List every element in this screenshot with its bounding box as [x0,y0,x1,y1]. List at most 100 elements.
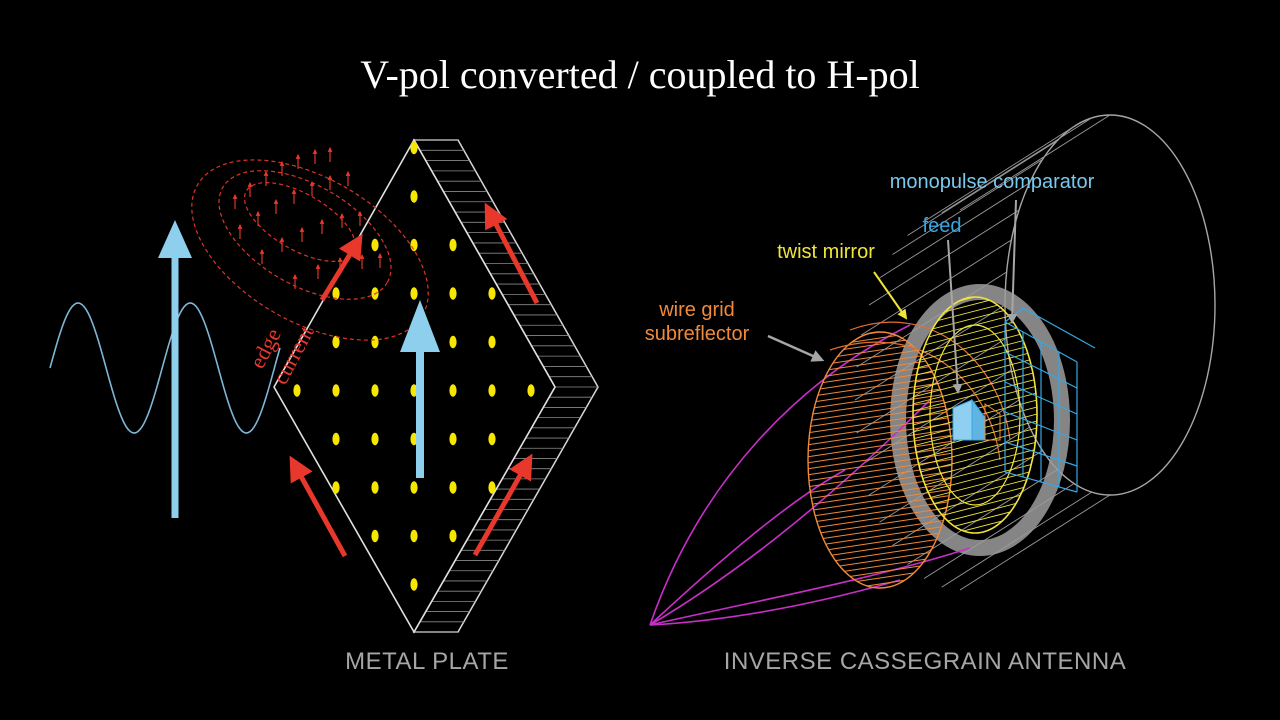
cylinder-line [923,126,1075,222]
incident-wave [49,302,281,434]
current-dot [449,432,457,446]
plate-thickness-edge [412,139,599,633]
current-dot [410,481,418,494]
wire-grid-line [808,511,952,537]
twist-grid-line [913,425,1037,463]
twist-grid-line [913,362,1037,400]
feed-leader [947,239,963,394]
metal-plate-caption: METAL PLATE [345,648,509,675]
wire-grid-line [808,373,952,399]
twist-grid-line [913,369,1037,407]
edge-current-arrows [289,202,540,558]
wire-grid-line [808,409,952,435]
wire-grid-line [808,559,952,585]
wire-grid-line [808,421,952,447]
cylinder-line [854,304,1006,401]
wire-grid-line [808,505,952,531]
twist-grid-line [913,334,1037,372]
wire-grid-line [808,463,952,489]
current-dot [371,384,379,397]
wire-grid-line [808,391,952,417]
current-dot [371,432,379,446]
current-dot [371,335,379,349]
wire-grid-line [808,493,952,519]
wire-grid-line [808,445,952,471]
current-dot [371,238,379,252]
plate-polarization-arrow [400,300,440,478]
wire-grid-line [808,481,952,507]
current-dot [410,432,418,446]
current-dot [488,481,496,494]
comparator-line [1004,351,1078,389]
wire-grid-line [808,547,952,573]
current-dot [449,384,457,397]
current-dot [488,384,496,397]
wire-grid-line [808,475,952,501]
scattered-field-arrows [232,147,383,289]
current-dot [527,384,535,397]
twist-grid-line [913,355,1037,393]
current-dot [449,481,457,494]
current-dot [332,384,340,397]
wire-grid-line [808,332,952,351]
current-dot [332,432,340,446]
wire-grid-line [808,469,952,495]
cassegrain-caption: INVERSE CASSEGRAIN ANTENNA [724,648,1126,675]
current-dot [410,287,418,300]
wire-grid-line [808,427,952,453]
cylinder-line [879,182,1030,279]
current-dot [488,432,496,446]
main-reflector-rim [890,284,1070,556]
wire-grid-line [808,433,952,459]
current-dot [332,481,340,494]
comparator-line [1004,411,1078,441]
monopulse-label: monopulse comparator [890,171,1095,193]
cylinder-line [868,399,1020,496]
cylinder-line [892,450,1043,546]
wire-grid-line [808,403,952,429]
wire-grid-label-line2: subreflector [645,323,750,345]
current-dot [488,287,496,300]
twist-grid-line [913,376,1037,414]
feed-horn [952,398,1001,441]
cylinder-line [861,239,1012,336]
current-dot [449,238,457,252]
wire-grid-line [808,385,952,411]
cylinder-line [941,117,1093,214]
wire-grid-label-line1: wire grid [658,299,735,321]
current-dot [449,529,457,543]
monopulse-leader [1007,199,1018,324]
current-dot [332,335,340,349]
wire-grid-line [808,487,952,513]
current-dot [410,578,418,591]
wire-grid-line [808,379,952,405]
wire-grid-line [808,577,952,588]
current-dot [332,287,340,300]
cylinder-line [892,159,1043,255]
cylinder-line [907,140,1058,236]
comparator-line [1004,321,1078,363]
comparator-line [1004,441,1078,467]
twist-mirror-label: twist mirror [777,241,875,263]
twist-grid-line [913,348,1037,386]
wire-grid-line [808,415,952,441]
cylinder-line [959,494,1111,591]
current-dot [488,335,496,349]
wire-grid-line [808,523,952,549]
wire-grid-line [808,571,952,588]
metal-plate-diagram: edge current METAL PLATE [49,138,599,675]
current-dot [449,287,457,300]
slide-title: V-pol converted / coupled to H-pol [360,52,920,97]
twist-grid-line [913,439,1037,477]
twist-grid-line [913,341,1037,379]
feed-label: feed [923,215,962,237]
subreflector-leader [767,334,825,362]
twist-grid-line [913,453,1037,491]
twist-grid-line [913,432,1037,470]
wire-grid-subreflector [807,331,953,589]
cylinder-line [959,114,1111,211]
twist-grid-line [913,460,1037,498]
incident-polarization-arrow [158,220,192,518]
current-dot [410,529,418,543]
